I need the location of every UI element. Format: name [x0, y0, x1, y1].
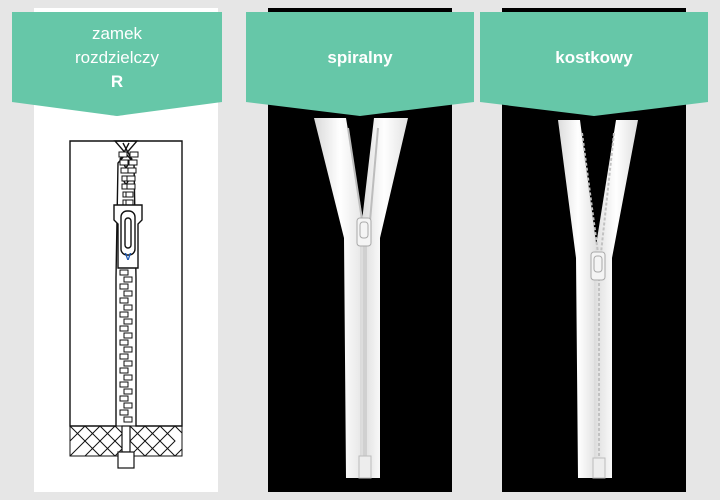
left-tape: [314, 118, 366, 478]
zipper-tooth: [123, 374, 133, 381]
zipper-diagram: V: [69, 140, 183, 469]
zipper-slider: [356, 217, 372, 247]
zipper-tooth: [119, 325, 129, 332]
right-tape: [594, 120, 638, 478]
left-tape: [558, 120, 598, 478]
zipper-tooth: [119, 395, 129, 402]
zipper-slider: [590, 251, 606, 281]
zipper-tooth: [119, 311, 129, 318]
zipper-tooth: [123, 346, 133, 353]
zipper-tooth: [123, 332, 133, 339]
zipper-slider: [113, 204, 143, 269]
banner-title: spiralny: [327, 48, 393, 67]
zipper-tooth: [119, 339, 129, 346]
zipper-tooth: [123, 290, 133, 297]
banner-separating-zipper: zamek rozdzielczy R: [12, 12, 222, 116]
zipper-tooth: [123, 416, 133, 423]
banner-title: kostkowy: [555, 48, 633, 67]
box-pin: [358, 455, 372, 479]
zipper-tooth: [123, 402, 133, 409]
banner-title-line-1: zamek: [91, 24, 143, 43]
zipper-teeth-closed: [119, 269, 133, 423]
coil-zipper-photo: [314, 118, 408, 479]
zipper-teeth-open: [118, 151, 139, 206]
molded-teeth: [581, 132, 615, 473]
box-pin: [117, 425, 135, 469]
banner-coil-zipper: spiralny: [246, 12, 474, 116]
zipper-tooth: [123, 318, 133, 325]
zipper-tooth: [119, 381, 129, 388]
brand-logo-icon: V: [125, 252, 132, 263]
zipper-tooth: [119, 283, 129, 290]
coil-chain: [363, 238, 367, 478]
zipper-tooth: [123, 276, 133, 283]
zipper-tooth: [123, 360, 133, 367]
box-pin: [592, 457, 606, 479]
banner-title-code: R: [110, 72, 124, 91]
zipper-tooth: [123, 304, 133, 311]
right-tape: [360, 118, 408, 478]
zipper-tooth: [119, 367, 129, 374]
banner-title-line-2: rozdzielczy: [74, 48, 160, 67]
zipper-tooth: [119, 409, 129, 416]
zipper-tooth: [119, 353, 129, 360]
banner-molded-zipper: kostkowy: [480, 12, 708, 116]
zipper-tooth: [123, 388, 133, 395]
molded-zipper-photo: [558, 120, 638, 479]
zipper-tooth: [119, 297, 129, 304]
zipper-tooth: [119, 269, 129, 276]
